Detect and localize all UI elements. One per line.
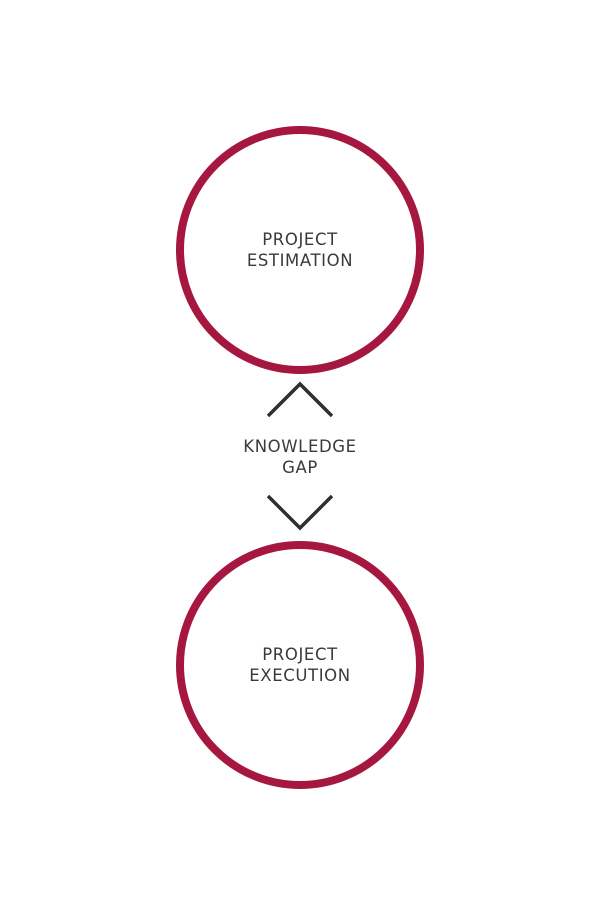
chevron-up-icon (266, 381, 334, 418)
project-execution-label: PROJECT EXECUTION (249, 644, 350, 686)
knowledge-gap-label-line2: GAP (282, 458, 318, 477)
project-estimation-label-line1: PROJECT (262, 230, 338, 249)
project-execution-label-line2: EXECUTION (249, 666, 351, 685)
knowledge-gap-label-line1: KNOWLEDGE (243, 437, 357, 456)
chevron-down-icon (266, 494, 334, 531)
project-estimation-label-line2: ESTIMATION (246, 251, 354, 270)
knowledge-gap-label: KNOWLEDGE GAP (200, 436, 400, 478)
project-estimation-label: PROJECT ESTIMATION (247, 229, 353, 271)
project-execution-label-line1: PROJECT (262, 645, 338, 664)
project-execution-node: PROJECT EXECUTION (176, 541, 424, 789)
project-estimation-node: PROJECT ESTIMATION (176, 126, 424, 374)
